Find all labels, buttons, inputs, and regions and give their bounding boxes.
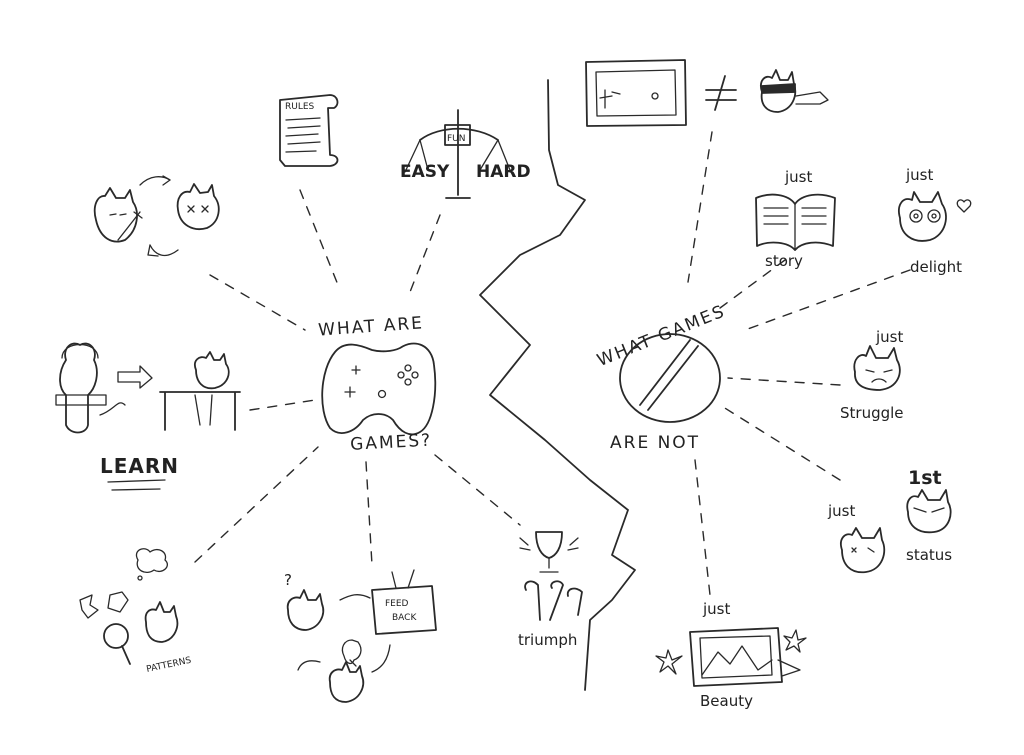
prohibited-sign-icon bbox=[619, 333, 721, 423]
fun-label: FUN bbox=[447, 134, 466, 144]
cat-fight-drawing bbox=[93, 175, 220, 257]
triumph-drawing: triumph bbox=[518, 531, 583, 649]
just-struggle-tag: just bbox=[875, 328, 903, 346]
hard-label: HARD bbox=[476, 162, 531, 182]
left-title-bottom: GAMES? bbox=[350, 431, 433, 455]
feedback-loop-drawing: ? FEED BACK bbox=[284, 569, 437, 703]
feedback-label-2: BACK bbox=[392, 613, 417, 623]
beauty-label: Beauty bbox=[700, 692, 753, 710]
patterns-drawing: PATTERNS bbox=[79, 548, 193, 675]
feedback-label-1: FEED bbox=[385, 599, 409, 609]
just-delight-tag: just bbox=[905, 166, 933, 184]
status-label: status bbox=[906, 546, 952, 564]
framed-picture-drawing bbox=[585, 59, 829, 127]
patterns-label: PATTERNS bbox=[146, 656, 193, 675]
story-label: story bbox=[765, 252, 803, 270]
left-connectors bbox=[194, 189, 521, 566]
struggle-label: Struggle bbox=[840, 404, 904, 422]
learn-label: LEARN bbox=[100, 454, 179, 478]
what-are-games-center: WHAT ARE GAMES? bbox=[318, 313, 437, 455]
right-title-bottom: ARE NOT bbox=[610, 433, 700, 453]
controller-icon bbox=[321, 342, 437, 436]
first-label: 1st bbox=[908, 467, 942, 489]
right-connectors bbox=[687, 131, 911, 596]
balance-scale-icon: FUN EASY HARD bbox=[400, 109, 531, 199]
triumph-label: triumph bbox=[518, 631, 577, 649]
just-story-drawing: just story bbox=[755, 168, 836, 270]
what-games-are-not-center: WHAT GAMES ARE NOT bbox=[594, 301, 728, 453]
right-title-top: WHAT GAMES bbox=[594, 301, 728, 371]
just-status-tag: just bbox=[827, 502, 855, 520]
just-struggle-drawing: just Struggle bbox=[840, 328, 904, 422]
just-status-drawing: 1st just status bbox=[827, 467, 952, 574]
question-mark: ? bbox=[284, 571, 292, 589]
just-beauty-drawing: just Beauty bbox=[655, 600, 807, 710]
just-beauty-tag: just bbox=[702, 600, 730, 618]
rules-scroll-icon: RULES bbox=[279, 94, 339, 167]
delight-label: delight bbox=[910, 258, 962, 276]
learn-drawing: LEARN bbox=[55, 342, 241, 491]
easy-label: EASY bbox=[400, 162, 450, 182]
rules-label: RULES bbox=[285, 102, 315, 112]
divider-line bbox=[479, 79, 636, 691]
left-title-top: WHAT ARE bbox=[318, 313, 425, 340]
just-delight-drawing: just delight bbox=[898, 166, 972, 276]
just-story-tag: just bbox=[784, 168, 812, 186]
